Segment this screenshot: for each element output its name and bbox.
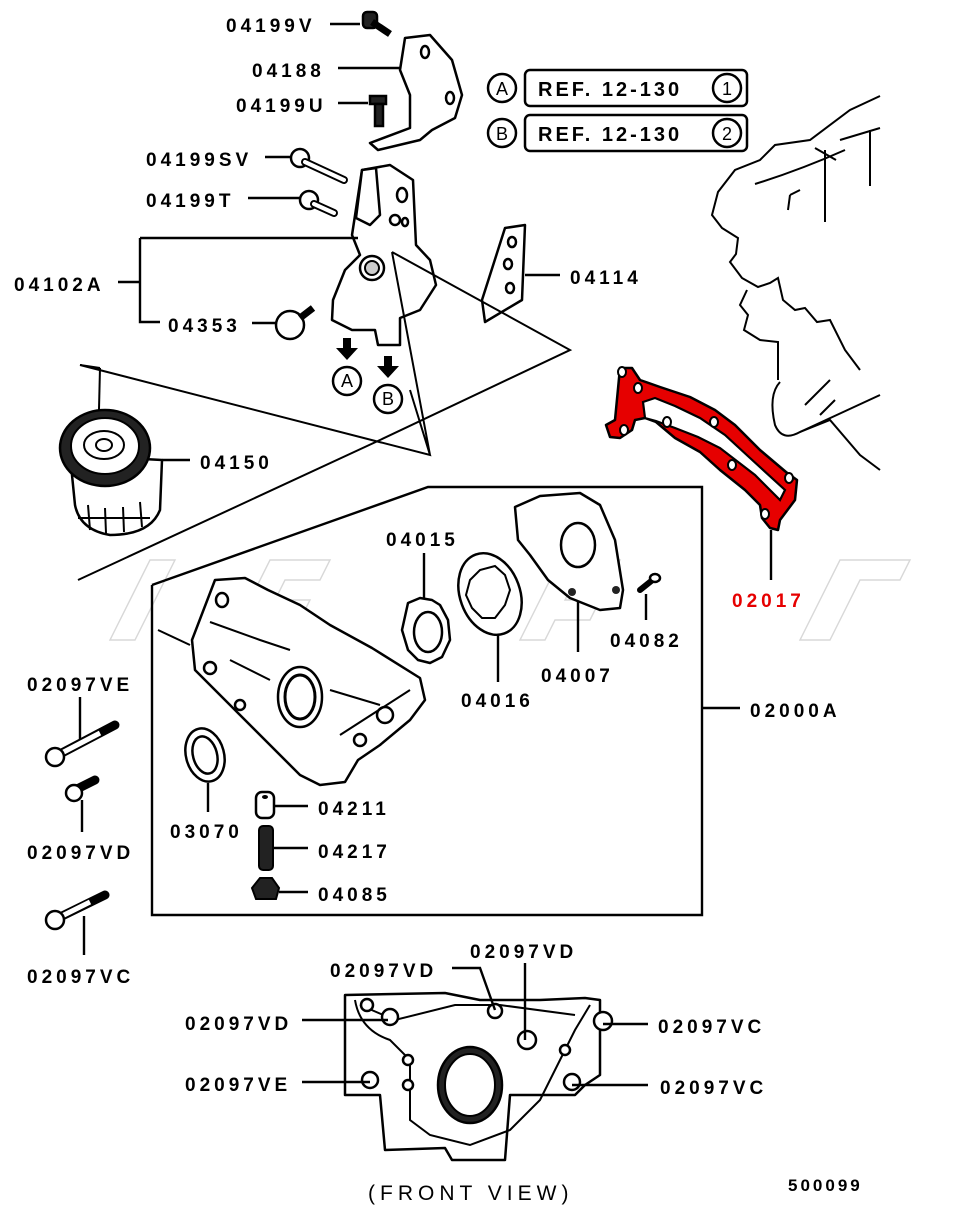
gasket-04114[interactable] (480, 223, 527, 324)
ref-index-b: 2 (722, 124, 732, 144)
flow-marker-a: A (341, 371, 353, 391)
label-04150[interactable]: 04150 (200, 453, 273, 474)
inner-rotor-04015[interactable] (400, 596, 452, 665)
label-front-02097VC-lower[interactable]: 02097VC (660, 1078, 767, 1099)
ref-index-a: 1 (722, 79, 732, 99)
oil-filter-04150[interactable] (58, 408, 164, 537)
label-04114[interactable]: 04114 (570, 268, 642, 289)
label-04102A[interactable]: 04102A (14, 275, 105, 296)
label-04353[interactable]: 04353 (168, 316, 241, 337)
label-04217[interactable]: 04217 (318, 842, 391, 863)
plunger-04211[interactable] (254, 790, 276, 820)
diagram-code: 500099 (788, 1176, 863, 1195)
spring-04217[interactable] (258, 825, 274, 871)
label-02097VC-left[interactable]: 02097VC (27, 967, 134, 988)
front-view-caption: (FRONT VIEW) (368, 1182, 573, 1205)
label-front-02097VD-left[interactable]: 02097VD (185, 1014, 292, 1035)
outer-rotor-04016[interactable] (447, 544, 532, 643)
filter-bracket-04102A[interactable] (330, 163, 438, 347)
label-02097VD-left[interactable]: 02097VD (27, 843, 134, 864)
label-04188[interactable]: 04188 (252, 61, 325, 82)
label-04007[interactable]: 04007 (541, 666, 614, 687)
engine-block-sketch (710, 95, 881, 471)
ref-marker-a: A (496, 79, 508, 99)
label-front-02097VD-top[interactable]: 02097VD (470, 942, 577, 963)
ref-marker-b: B (496, 124, 508, 144)
bolt-04199V[interactable] (361, 10, 392, 37)
bolt-04199U[interactable] (368, 94, 388, 128)
screw-04082[interactable] (637, 572, 662, 593)
bracket-04188[interactable] (368, 33, 464, 152)
flow-arrow-a: A (331, 338, 363, 397)
reference-a[interactable]: A REF. 12-130 1 (486, 68, 749, 108)
label-04085[interactable]: 04085 (318, 885, 391, 906)
plug-04353[interactable] (274, 305, 316, 341)
label-03070[interactable]: 03070 (170, 822, 243, 843)
label-front-02097VD-mid[interactable]: 02097VD (330, 961, 437, 982)
label-04199T[interactable]: 04199T (146, 191, 234, 212)
bolt-02097VE[interactable] (44, 720, 120, 768)
assembly-box-02000A (150, 485, 704, 917)
bolt-04199T[interactable] (298, 189, 338, 217)
front-view-housing (343, 991, 614, 1162)
label-02017[interactable]: 02017 (732, 591, 805, 612)
label-04211[interactable]: 04211 (318, 799, 390, 820)
label-04082[interactable]: 04082 (610, 631, 683, 652)
oil-seal-03070[interactable] (180, 724, 231, 786)
label-04016[interactable]: 04016 (461, 691, 534, 712)
flow-arrow-b: B (372, 356, 404, 415)
label-02097VE-left[interactable]: 02097VE (27, 675, 133, 696)
label-front-02097VE[interactable]: 02097VE (185, 1075, 291, 1096)
pump-cover-04007[interactable] (513, 491, 625, 612)
plug-04085[interactable] (250, 877, 281, 900)
ref-text-b: REF. 12-130 (538, 124, 682, 146)
ref-text-a: REF. 12-130 (538, 79, 682, 101)
reference-b[interactable]: B REF. 12-130 2 (486, 113, 749, 153)
bolt-02097VC[interactable] (44, 890, 110, 931)
bolt-02097VD[interactable] (64, 775, 100, 803)
label-04199U[interactable]: 04199U (236, 96, 327, 117)
label-04199SV[interactable]: 04199SV (146, 150, 252, 171)
label-04015[interactable]: 04015 (386, 530, 459, 551)
bolt-04199SV[interactable] (289, 147, 348, 184)
label-02000A[interactable]: 02000A (750, 701, 841, 722)
flow-marker-b: B (382, 389, 394, 409)
label-04199V[interactable]: 04199V (226, 16, 316, 37)
oil-pump-housing[interactable] (190, 576, 427, 787)
gasket-02017[interactable] (604, 366, 799, 532)
label-front-02097VC-upper[interactable]: 02097VC (658, 1017, 765, 1038)
